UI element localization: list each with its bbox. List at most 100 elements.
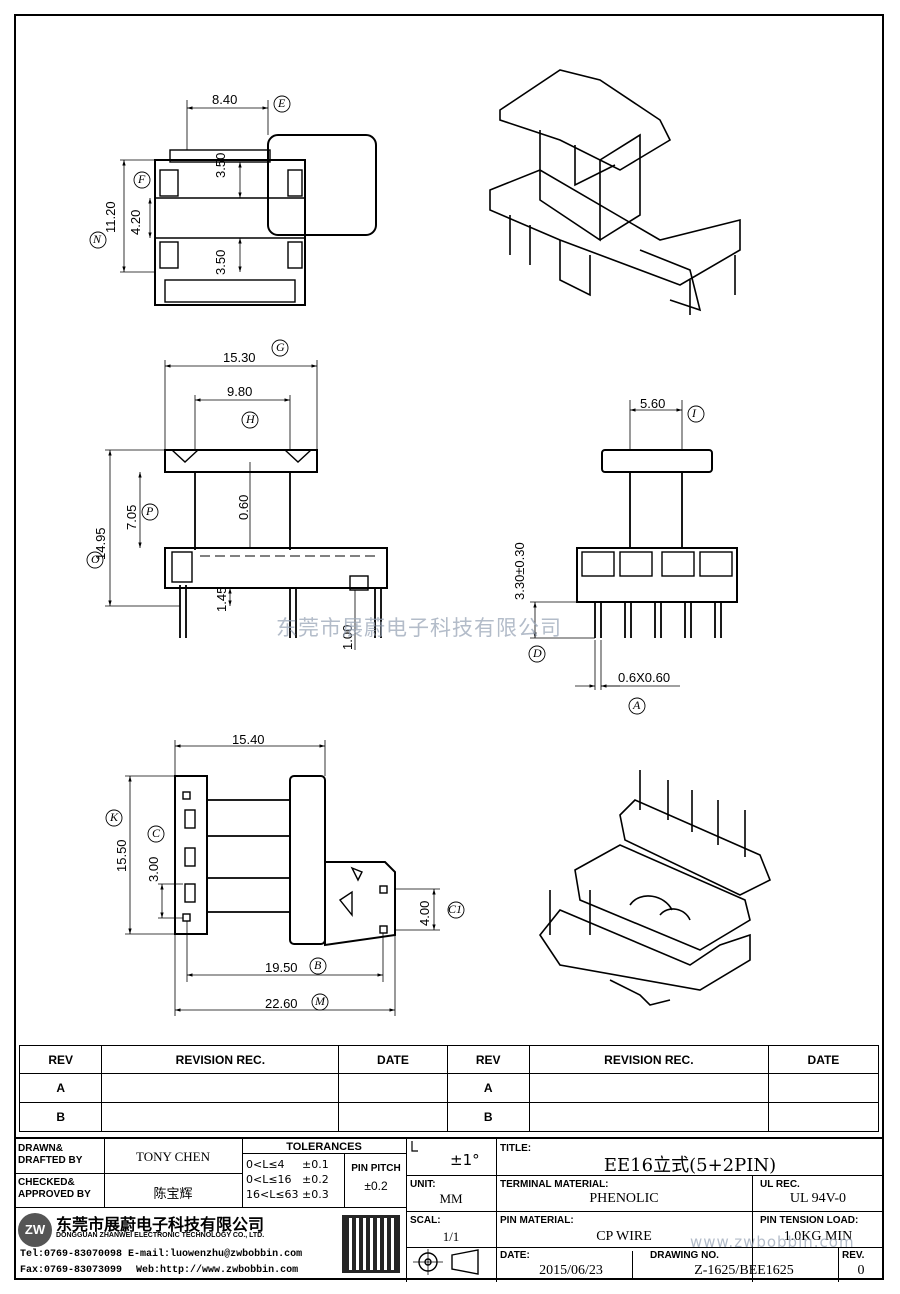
dim-top-height: 11.20 bbox=[103, 201, 118, 233]
tol-table: 0<L≤4±0.1 0<L≤16±0.2 16<L≤63±0.3 bbox=[246, 1157, 329, 1202]
tol-row: 0<L≤4±0.1 bbox=[246, 1158, 329, 1171]
tol-row: 0<L≤16±0.2 bbox=[246, 1173, 329, 1186]
drawn-label: DRAWN& DRAFTED BY bbox=[18, 1143, 83, 1166]
ref-C1: C1 bbox=[448, 902, 463, 916]
side-view bbox=[528, 400, 738, 715]
dim-bottom-height: 15.50 bbox=[114, 839, 129, 872]
rev-row-a-rec-2 bbox=[528, 1073, 769, 1103]
angle-symbol bbox=[411, 1141, 418, 1152]
ul-label: UL REC. bbox=[760, 1179, 800, 1190]
ref-I: I bbox=[692, 406, 696, 420]
angle-value: ±1° bbox=[450, 1151, 480, 1169]
rec-header-2: REVISION REC. bbox=[528, 1045, 769, 1074]
watermark: 东莞市展蔚电子科技有限公司 bbox=[276, 616, 562, 640]
ref-B: B bbox=[314, 958, 322, 972]
dim-bottom-pin-span: 19.50 bbox=[265, 960, 298, 975]
dim-bottom-pitch: 3.00 bbox=[146, 856, 161, 882]
tolerances-label: TOLERANCES bbox=[286, 1141, 362, 1153]
rev-row-b-2: B bbox=[446, 1102, 530, 1132]
ref-E: E bbox=[278, 96, 286, 110]
ul-value: UL 94V-0 bbox=[789, 1191, 847, 1206]
bottom-view bbox=[105, 740, 465, 1016]
rev-label: REV. bbox=[842, 1250, 865, 1261]
dim-top-gap: 4.20 bbox=[128, 209, 143, 235]
ref-A: A bbox=[633, 698, 641, 712]
terminal-label: TERMINAL MATERIAL: bbox=[500, 1179, 609, 1190]
checked-label: CHECKED& APPROVED BY bbox=[18, 1177, 91, 1200]
drawing-frame bbox=[14, 14, 884, 1280]
dim-front-flange: 1.45 bbox=[214, 586, 229, 612]
pin-material-label: PIN MATERIAL: bbox=[500, 1215, 574, 1226]
dim-top-slot-upper: 3.50 bbox=[213, 152, 228, 178]
title-value: EE16立式(5+2PIN) bbox=[603, 1155, 777, 1176]
rev-value: 0 bbox=[857, 1263, 865, 1278]
dim-front-height-upper: 7.05 bbox=[124, 504, 139, 530]
rec-header-1: REVISION REC. bbox=[101, 1045, 340, 1074]
dim-bottom-overall: 22.60 bbox=[265, 996, 298, 1011]
ref-G: G bbox=[276, 340, 285, 354]
pin-pitch-label: PIN PITCH bbox=[351, 1163, 401, 1174]
terminal-value: PHENOLIC bbox=[589, 1191, 659, 1206]
title-label: TITLE: bbox=[500, 1143, 532, 1154]
dim-top-width: 8.40 bbox=[212, 92, 238, 107]
rev-header-1: REV bbox=[18, 1045, 103, 1074]
rev-row-a-2: A bbox=[446, 1073, 530, 1103]
rev-row-b-date-2 bbox=[767, 1102, 880, 1132]
date-header-1: DATE bbox=[338, 1045, 448, 1074]
pin-tension-value: 1.0KG MIN bbox=[783, 1229, 853, 1244]
divider bbox=[632, 1251, 633, 1280]
rev-row-b-date bbox=[338, 1102, 448, 1132]
rev-header-2: REV bbox=[446, 1045, 530, 1074]
iso-view-top bbox=[489, 69, 741, 315]
scale-value: 1/1 bbox=[442, 1229, 460, 1244]
dim-bottom-width: 15.40 bbox=[232, 732, 265, 747]
drawing-label: DRAWING NO. bbox=[650, 1250, 719, 1261]
date-value: 2015/06/23 bbox=[539, 1263, 603, 1278]
ref-P: P bbox=[146, 504, 154, 518]
rev-row-a-date bbox=[338, 1073, 448, 1103]
dim-bottom-pitch2: 4.00 bbox=[417, 900, 432, 926]
top-view bbox=[89, 95, 377, 306]
ref-N: N bbox=[93, 232, 102, 246]
projection-symbol bbox=[413, 1249, 479, 1275]
ref-D: D bbox=[533, 646, 542, 660]
date-header-2: DATE bbox=[767, 1045, 880, 1074]
pin-material-value: CP WIRE bbox=[596, 1229, 652, 1244]
pin-pitch-value: ±0.2 bbox=[364, 1179, 388, 1193]
dim-front-wall: 0.60 bbox=[236, 494, 251, 520]
company-cn: 东莞市展蔚电子科技有限公司 bbox=[56, 1215, 265, 1234]
scale-label: SCAL: bbox=[410, 1215, 441, 1226]
rev-row-b-rec-2 bbox=[528, 1102, 769, 1132]
dim-top-slot-lower: 3.50 bbox=[213, 249, 228, 275]
ref-M: M bbox=[315, 994, 325, 1008]
date-label: DATE: bbox=[500, 1250, 530, 1261]
unit-label: UNIT: bbox=[410, 1179, 436, 1190]
drawing-value: Z-1625/BEE1625 bbox=[694, 1263, 794, 1278]
ref-C: C bbox=[152, 826, 161, 840]
tol-row: 16<L≤63±0.3 bbox=[246, 1188, 329, 1201]
dim-front-overall: 15.30 bbox=[223, 350, 256, 365]
contact-fax: Fax:0769-83073099 Web:http://www.zwbobbi… bbox=[20, 1265, 299, 1276]
ref-F: F bbox=[138, 172, 146, 186]
ref-K: K bbox=[110, 810, 119, 824]
dim-side-pin-size: 0.6X0.60 bbox=[618, 670, 671, 685]
title-block: DRAWN& DRAFTED BY TONY CHEN CHECKED& APP… bbox=[14, 1137, 884, 1282]
qr-code bbox=[342, 1215, 400, 1273]
company-logo: ZW bbox=[18, 1213, 52, 1247]
watermark-url: www.zwbobbin.com bbox=[690, 1233, 855, 1251]
rev-row-a-date-2 bbox=[767, 1073, 880, 1103]
dim-front-inner: 9.80 bbox=[227, 384, 253, 399]
unit-value: MM bbox=[439, 1191, 463, 1206]
company-en: DONGGUAN ZHANWEI ELECTRONIC TECHNOLOGY C… bbox=[56, 1232, 265, 1239]
rev-row-a-1: A bbox=[18, 1073, 103, 1103]
drawn-value: TONY CHEN bbox=[135, 1149, 211, 1164]
rev-row-a-rec bbox=[101, 1073, 340, 1103]
dim-side-pin-len: 3.30±0.30 bbox=[512, 542, 527, 600]
rev-row-b-rec bbox=[101, 1102, 340, 1132]
ref-H: H bbox=[246, 412, 255, 426]
front-view bbox=[86, 339, 388, 650]
iso-view-bottom bbox=[539, 770, 772, 1006]
contact-tel: Tel:0769-83070098 E-mail:luowenzhu@zwbob… bbox=[20, 1249, 303, 1260]
ref-O: O bbox=[91, 552, 100, 566]
